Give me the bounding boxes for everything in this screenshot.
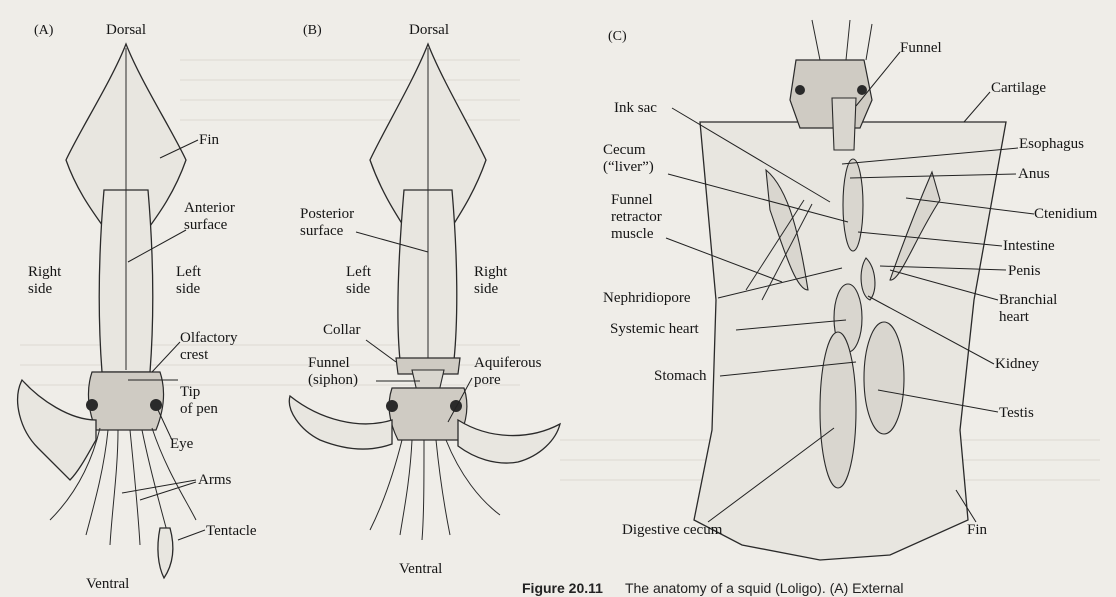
- squid-c-illustration: [693, 19, 1007, 561]
- panel-c-label: (C): [608, 29, 627, 44]
- panel-a-dorsal-label: Dorsal: [106, 22, 146, 38]
- panel-c-intestine-label: Intestine: [1003, 238, 1055, 254]
- panel-c-ink-sac-label: Ink sac: [614, 100, 657, 116]
- panel-a-tentacle-label: Tentacle: [206, 523, 257, 539]
- squid-a-illustration: [17, 42, 197, 580]
- caption-text: The anatomy of a squid (Loligo). (A) Ext…: [624, 580, 904, 596]
- figure-number: Figure 20.11: [522, 580, 603, 596]
- panel-c-anus-label: Anus: [1018, 166, 1050, 182]
- panel-c-stomach-label: Stomach: [654, 368, 707, 384]
- panel-a-fin-label: Fin: [199, 132, 220, 148]
- panel-c-nephridiopore-label: Nephridiopore: [603, 290, 691, 306]
- figure-caption: Figure 20.11 The anatomy of a squid (Loli…: [522, 580, 904, 596]
- panel-a-eye-label: Eye: [170, 436, 194, 452]
- panel-b-collar-label: Collar: [323, 322, 361, 338]
- panel-c-testis-label: Testis: [999, 405, 1034, 421]
- panel-c-fin-label: Fin: [967, 522, 988, 538]
- squid-b-illustration: [288, 42, 561, 541]
- panel-c-systemic-heart-label: Systemic heart: [610, 321, 699, 337]
- panel-a-arms-label: Arms: [198, 472, 232, 488]
- panel-c-funnel-retractor-muscle-label: Funnel retractor muscle: [611, 192, 662, 242]
- panel-c-ctenidium-label: Ctenidium: [1034, 206, 1098, 222]
- panel-a-label: (A): [34, 23, 54, 38]
- panel-b-label: (B): [303, 23, 322, 38]
- panel-b-dorsal-label: Dorsal: [409, 22, 449, 38]
- panel-b-ventral-label: Ventral: [399, 561, 443, 577]
- panel-c-penis-label: Penis: [1008, 263, 1041, 279]
- panel-c-digestive-cecum-label: Digestive cecum: [622, 522, 723, 538]
- panel-c-cecum-liver-label: Cecum(“liver”): [603, 142, 654, 175]
- panel-c-kidney-label: Kidney: [995, 356, 1040, 372]
- panel-c-esophagus-label: Esophagus: [1019, 136, 1084, 152]
- panel-b-funnel-siphon-label: Funnel(siphon): [308, 355, 358, 388]
- panel-c-cartilage-label: Cartilage: [991, 80, 1046, 96]
- panel-a-ventral-label: Ventral: [86, 576, 130, 592]
- leader-lines: [121, 51, 1035, 541]
- panel-c-funnel-label: Funnel: [900, 40, 942, 56]
